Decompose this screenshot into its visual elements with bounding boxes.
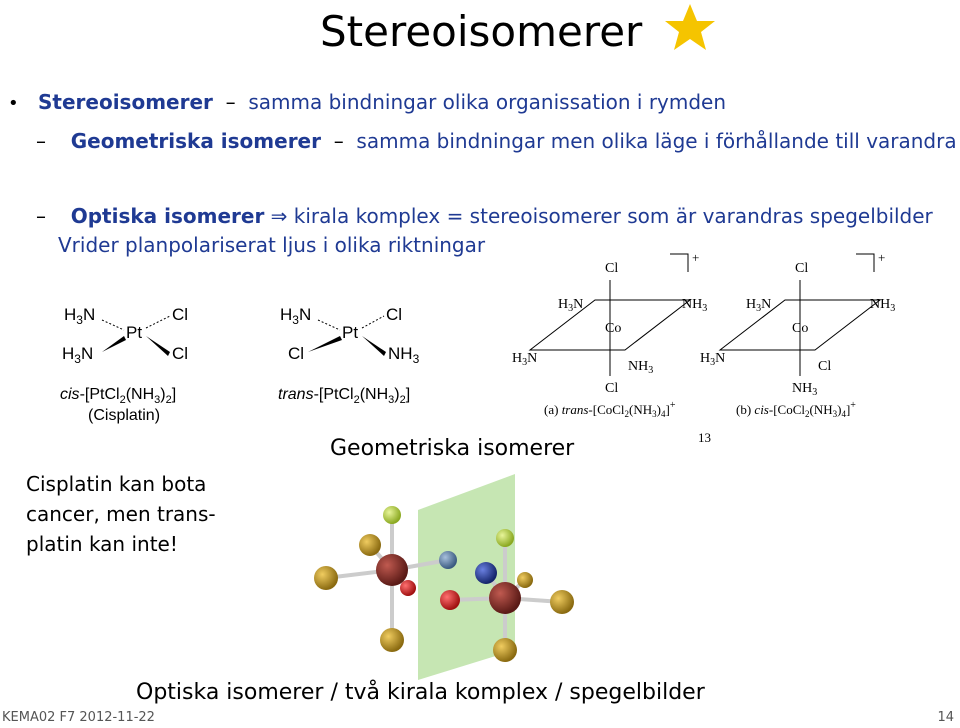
- figure-number: 13: [698, 430, 711, 445]
- bullet-line-1: Stereoisomerer – samma bindningar olika …: [38, 90, 727, 114]
- svg-text:+: +: [878, 250, 885, 265]
- cobalt-cis-complex: Cl NH3 H3N H3N NH3 Cl Co + (b) cis-[CoCl…: [700, 250, 895, 419]
- line-3-text: kirala komplex = stereoisomerer som är v…: [293, 204, 933, 228]
- svg-text:(Cisplatin): (Cisplatin): [88, 407, 160, 424]
- svg-text:NH3: NH3: [628, 359, 653, 376]
- cancer-note-line-2: cancer, men trans-: [26, 502, 216, 526]
- cobalt-complex-figures: Cl Cl H3N H3N NH3 NH3 Co + (a) trans-[Co…: [512, 250, 895, 419]
- svg-text:Cl: Cl: [818, 359, 831, 374]
- cisplatin-structure: H3N H3N Pt Cl Cl cis-[PtCl2(NH3)2] (Cisp…: [60, 305, 188, 424]
- svg-text:Cl: Cl: [172, 305, 188, 324]
- cancer-note-line-3: platin kan inte!: [26, 532, 178, 556]
- svg-text:Co: Co: [792, 321, 808, 336]
- svg-text:Pt: Pt: [126, 323, 142, 342]
- svg-text:Cl: Cl: [288, 344, 304, 363]
- svg-text:NH3: NH3: [792, 381, 817, 398]
- slide-title: Stereoisomerer: [320, 7, 643, 56]
- svg-text:Cl: Cl: [172, 344, 188, 363]
- svg-text:NH3: NH3: [388, 344, 420, 366]
- footer-course-date: KEMA02 F7 2012-11-22: [2, 710, 155, 725]
- dash-marker: –: [36, 204, 46, 228]
- svg-text:Cl: Cl: [605, 381, 618, 396]
- svg-text:H3N: H3N: [700, 351, 725, 368]
- svg-text:H3N: H3N: [62, 344, 93, 366]
- mirror-molecule-image: [314, 474, 574, 680]
- svg-text:Cl: Cl: [795, 261, 808, 276]
- implies-arrow-icon: ⇒: [270, 204, 288, 228]
- bullet-line-3: – Optiska isomerer ⇒ kirala komplex = st…: [36, 203, 933, 229]
- line-3b-text: Vrider planpolariserat ljus i olika rikt…: [58, 233, 486, 257]
- bullet-line-2: – Geometriska isomerer – samma bindninga…: [36, 129, 957, 153]
- dash-marker: –: [36, 129, 46, 153]
- svg-text:Co: Co: [605, 321, 621, 336]
- slide-number: 14: [937, 710, 954, 725]
- optical-isomers-caption: Optiska isomerer / två kirala komplex / …: [136, 680, 705, 705]
- svg-text:H3N: H3N: [558, 297, 583, 314]
- svg-text:cis-[PtCl2(NH3)2]: cis-[PtCl2(NH3)2]: [60, 386, 176, 406]
- svg-text:H3N: H3N: [512, 351, 537, 368]
- geometric-isomers-label: Geometriska isomerer: [330, 436, 575, 461]
- svg-text:Cl: Cl: [386, 305, 402, 324]
- star-icon: [665, 4, 715, 50]
- bullet-icon: •: [8, 93, 19, 114]
- svg-text:(b) cis-[CoCl2(NH3)4]+: (b) cis-[CoCl2(NH3)4]+: [736, 400, 856, 419]
- svg-text:Cl: Cl: [605, 261, 618, 276]
- svg-text:trans-[PtCl2(NH3)2]: trans-[PtCl2(NH3)2]: [278, 386, 410, 406]
- svg-text:H3N: H3N: [746, 297, 771, 314]
- line-1-text: samma bindningar olika organissation i r…: [248, 90, 727, 114]
- transplatin-structure: H3N Cl Pt Cl NH3 trans-[PtCl2(NH3)2]: [278, 305, 420, 406]
- cancer-note: Cisplatin kan bota cancer, men trans- pl…: [26, 469, 216, 559]
- svg-text:H3N: H3N: [280, 305, 311, 327]
- svg-text:Pt: Pt: [342, 323, 358, 342]
- svg-text:H3N: H3N: [64, 305, 95, 327]
- cobalt-trans-complex: Cl Cl H3N H3N NH3 NH3 Co + (a) trans-[Co…: [512, 250, 707, 419]
- svg-text:(a) trans-[CoCl2(NH3)4]+: (a) trans-[CoCl2(NH3)4]+: [544, 400, 676, 419]
- term-geometriska: Geometriska isomerer: [70, 129, 321, 153]
- term-stereoisomerer: Stereoisomerer: [38, 90, 213, 114]
- term-optiska: Optiska isomerer: [70, 204, 265, 228]
- line-2-text: samma bindningar men olika läge i förhål…: [356, 129, 957, 153]
- cancer-note-line-1: Cisplatin kan bota: [26, 472, 207, 496]
- svg-text:NH3: NH3: [682, 297, 707, 314]
- mirror-plane: [418, 474, 515, 680]
- svg-text:NH3: NH3: [870, 297, 895, 314]
- svg-text:+: +: [692, 250, 699, 265]
